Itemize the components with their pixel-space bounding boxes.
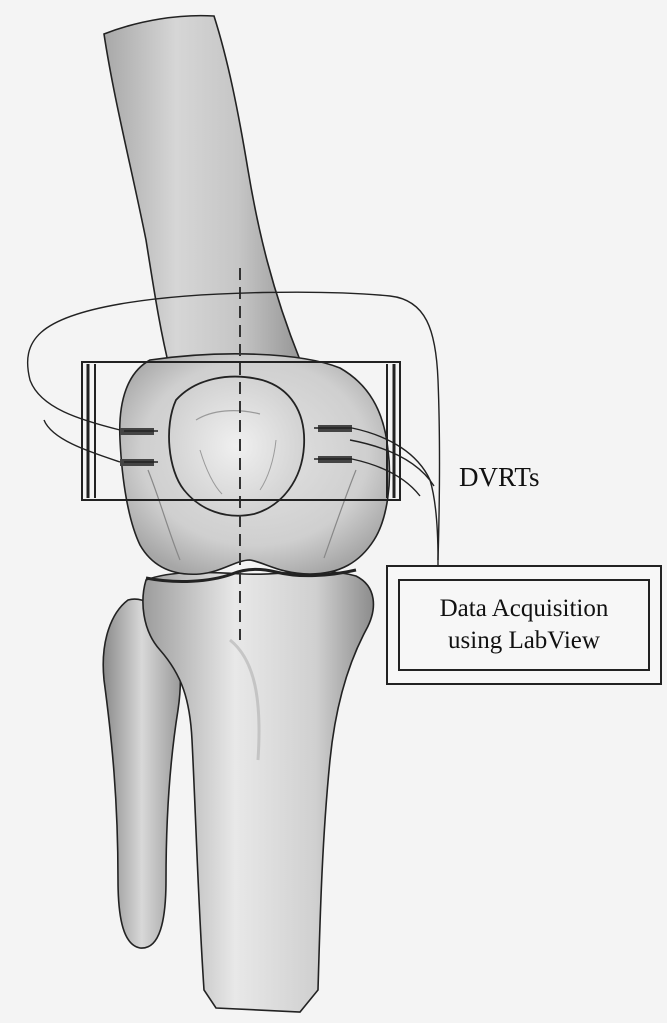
- dvrt-sensor-left-lower: [120, 459, 158, 466]
- daq-label-line-1: Data Acquisition: [440, 593, 609, 625]
- tibia: [143, 571, 373, 1012]
- dvrts-label: DVRTs: [459, 462, 540, 493]
- data-acquisition-inner-box: Data Acquisition using LabView: [398, 579, 650, 671]
- patella: [169, 377, 304, 516]
- dvrt-sensor-left-upper: [120, 428, 158, 435]
- data-acquisition-box: Data Acquisition using LabView: [386, 565, 662, 685]
- daq-label-line-2: using LabView: [448, 625, 600, 657]
- femur: [104, 16, 310, 370]
- dvrt-sensor-right-upper: [314, 425, 352, 432]
- dvrt-sensor-right-lower: [314, 456, 352, 463]
